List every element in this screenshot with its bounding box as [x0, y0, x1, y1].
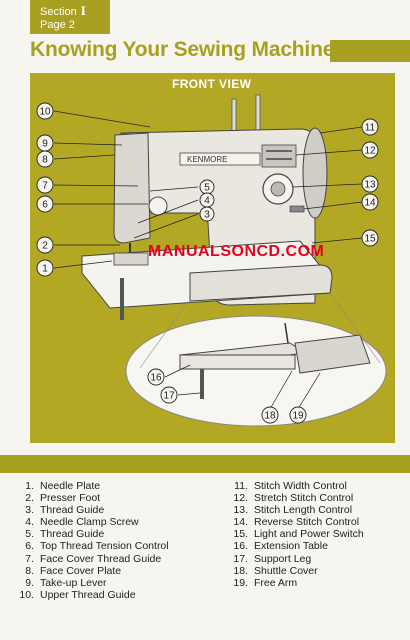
list-item: 17.Support Leg — [233, 552, 312, 565]
list-item: 9.Take-up Lever — [25, 576, 107, 589]
list-item: 11.Stitch Width Control — [234, 480, 347, 492]
callout-8: 8 — [42, 155, 48, 166]
list-item: 16.Extension Table — [233, 540, 328, 553]
callout-5: 5 — [204, 183, 210, 194]
callout-14: 14 — [364, 198, 376, 209]
list-item: 13.Stitch Length Control — [233, 504, 353, 517]
list-item: 6.Top Thread Tension Control — [25, 540, 169, 553]
callout-2: 2 — [42, 241, 48, 252]
list-item: 18.Shuttle Cover — [233, 564, 318, 577]
front-view-figure: KENMORE — [30, 73, 395, 443]
callout-11: 11 — [365, 123, 376, 134]
callout-7: 7 — [42, 181, 48, 192]
callout-16: 16 — [150, 373, 162, 384]
watermark-text: MANUALSONCD.COM — [148, 243, 325, 260]
callout-9: 9 — [42, 139, 48, 150]
accent-band — [0, 455, 410, 473]
section-number: I — [80, 3, 86, 18]
callout-3: 3 — [204, 210, 210, 221]
list-item: 19.Free Arm — [233, 576, 298, 589]
callout-6: 6 — [42, 200, 48, 211]
callout-17: 17 — [163, 391, 175, 402]
list-item: 14.Reverse Stitch Control — [233, 516, 360, 529]
page-label: Page 2 — [40, 19, 75, 31]
callout-15: 15 — [364, 234, 376, 245]
list-item: 3.Thread Guide — [25, 504, 105, 517]
callout-1: 1 — [42, 264, 48, 275]
parts-list-right: 11.Stitch Width Control 12.Stretch Stitc… — [230, 480, 364, 589]
list-item: 10.Upper Thread Guide — [19, 588, 136, 601]
callout-13: 13 — [364, 180, 376, 191]
callout-4: 4 — [204, 196, 210, 207]
title-accent-bar — [330, 40, 410, 62]
section-label: Section — [40, 6, 77, 18]
callout-10: 10 — [39, 107, 51, 118]
list-item: 12.Stretch Stitch Control — [233, 492, 354, 505]
list-item: 8.Face Cover Plate — [25, 564, 122, 577]
front-view-title: FRONT VIEW — [172, 77, 252, 91]
list-item: 15.Light and Power Switch — [233, 528, 364, 541]
sewing-machine-illustration: KENMORE — [36, 94, 387, 427]
list-item: 5.Thread Guide — [25, 528, 105, 541]
callout-12: 12 — [364, 146, 376, 157]
brand-badge: KENMORE — [187, 155, 227, 164]
callout-19: 19 — [292, 411, 304, 422]
parts-list-left: 1.Needle Plate 2.Presser Foot 3.Thread G… — [16, 480, 169, 601]
list-item: 2.Presser Foot — [25, 492, 101, 505]
list-item: 4.Needle Clamp Screw — [25, 516, 139, 529]
list-item: 7.Face Cover Thread Guide — [25, 552, 162, 565]
callout-18: 18 — [264, 411, 276, 422]
page-title: Knowing Your Sewing Machine — [30, 38, 335, 61]
title-row: Knowing Your Sewing Machine — [30, 38, 410, 64]
list-item: 1.Needle Plate — [25, 480, 101, 492]
